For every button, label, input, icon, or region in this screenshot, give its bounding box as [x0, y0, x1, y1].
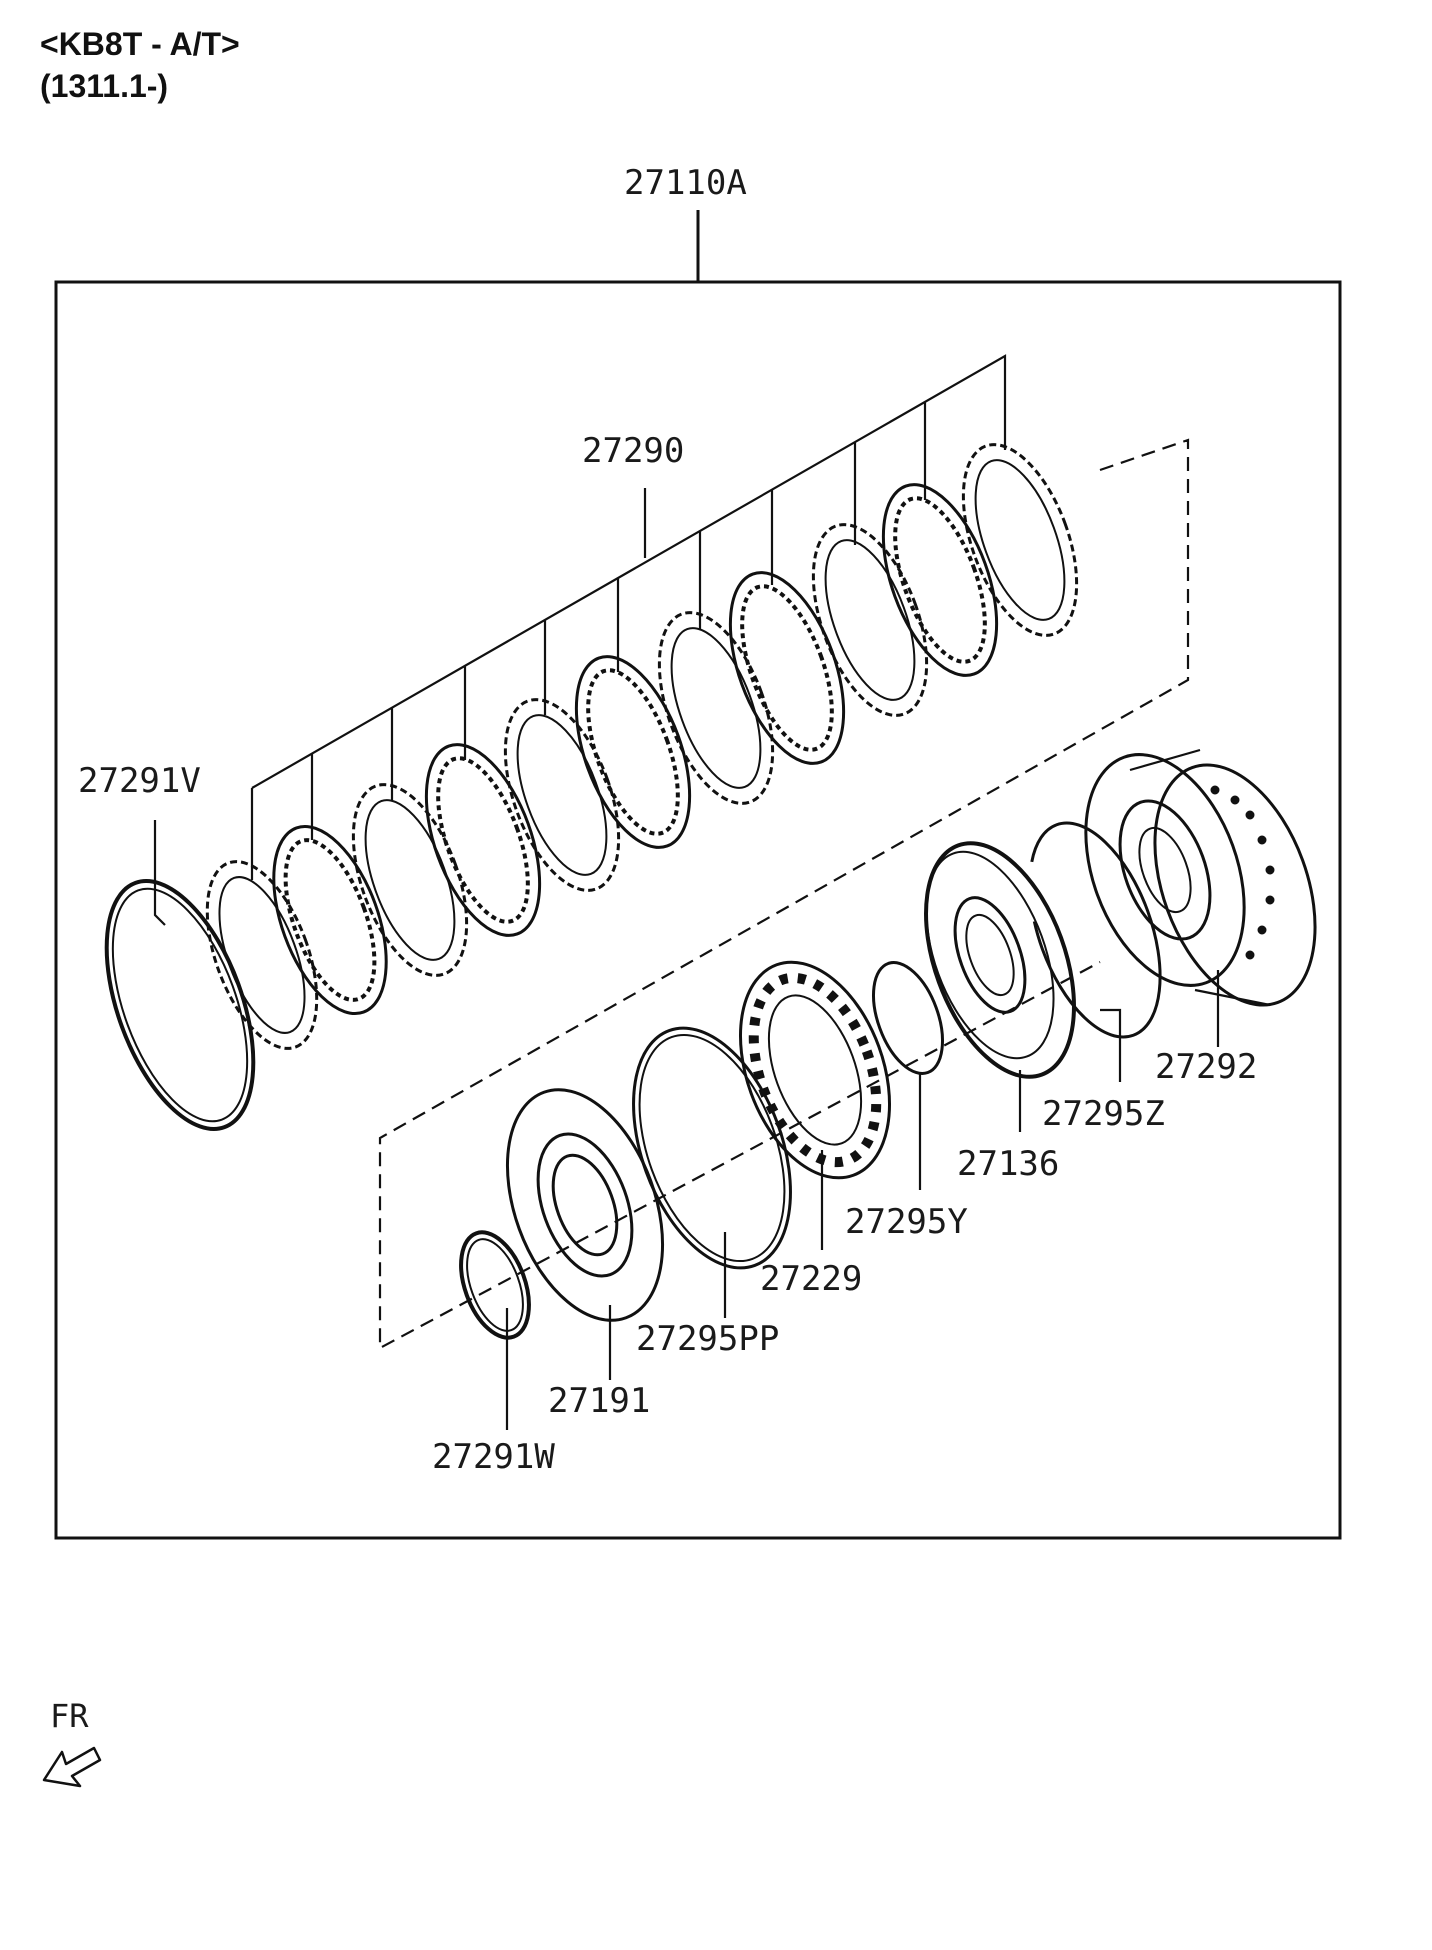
clutch-drum	[1084, 748, 1317, 1007]
model-title: <KB8T - A/T>	[40, 26, 240, 62]
piston	[924, 841, 1076, 1079]
piston-label: 27136	[957, 1144, 1059, 1184]
clutch-plate	[811, 523, 929, 717]
spring-retainer	[738, 960, 892, 1180]
serial-range: (1311.1-)	[40, 68, 169, 104]
snap-ring-outer-label: 27291V	[78, 761, 201, 801]
front-arrow-icon	[42, 1746, 102, 1788]
clutch-plates	[205, 443, 1079, 1050]
clutch-plate	[424, 743, 542, 937]
clutch-plate	[205, 860, 319, 1050]
clutch-plate	[574, 655, 692, 849]
assembly-label: 27110A	[624, 163, 747, 203]
direction-label: FR	[50, 1697, 89, 1735]
clutch-plate	[881, 483, 999, 677]
clutch-plate	[657, 611, 775, 805]
ring-z-label: 27295Z	[1042, 1094, 1165, 1134]
plates-leader	[250, 354, 1007, 880]
retainer-label: 27191	[548, 1381, 650, 1421]
spring-retainer-label: 27229	[760, 1259, 862, 1299]
snap-ring-inner	[459, 1230, 531, 1340]
ring-pp-label: 27295PP	[636, 1319, 779, 1359]
assembly-dashed-envelope	[378, 438, 1190, 1350]
assembly-frame	[54, 280, 1342, 1540]
snap-ring-outer	[104, 879, 256, 1131]
ring-z-leader	[1100, 1008, 1122, 1082]
ring-y-label: 27295Y	[845, 1202, 968, 1242]
ring-y	[872, 961, 944, 1075]
snap-ring-outer-leader	[153, 820, 166, 926]
clutch-plate	[503, 698, 621, 892]
clutch-plate	[728, 571, 846, 765]
retainer	[505, 1088, 665, 1322]
drum-label: 27292	[1155, 1047, 1257, 1087]
clutch-plate	[272, 824, 388, 1016]
snap-ring-inner-label: 27291W	[432, 1437, 555, 1477]
plates-label: 27290	[582, 431, 684, 471]
clutch-plate	[351, 783, 469, 977]
clutch-plate	[961, 443, 1079, 637]
